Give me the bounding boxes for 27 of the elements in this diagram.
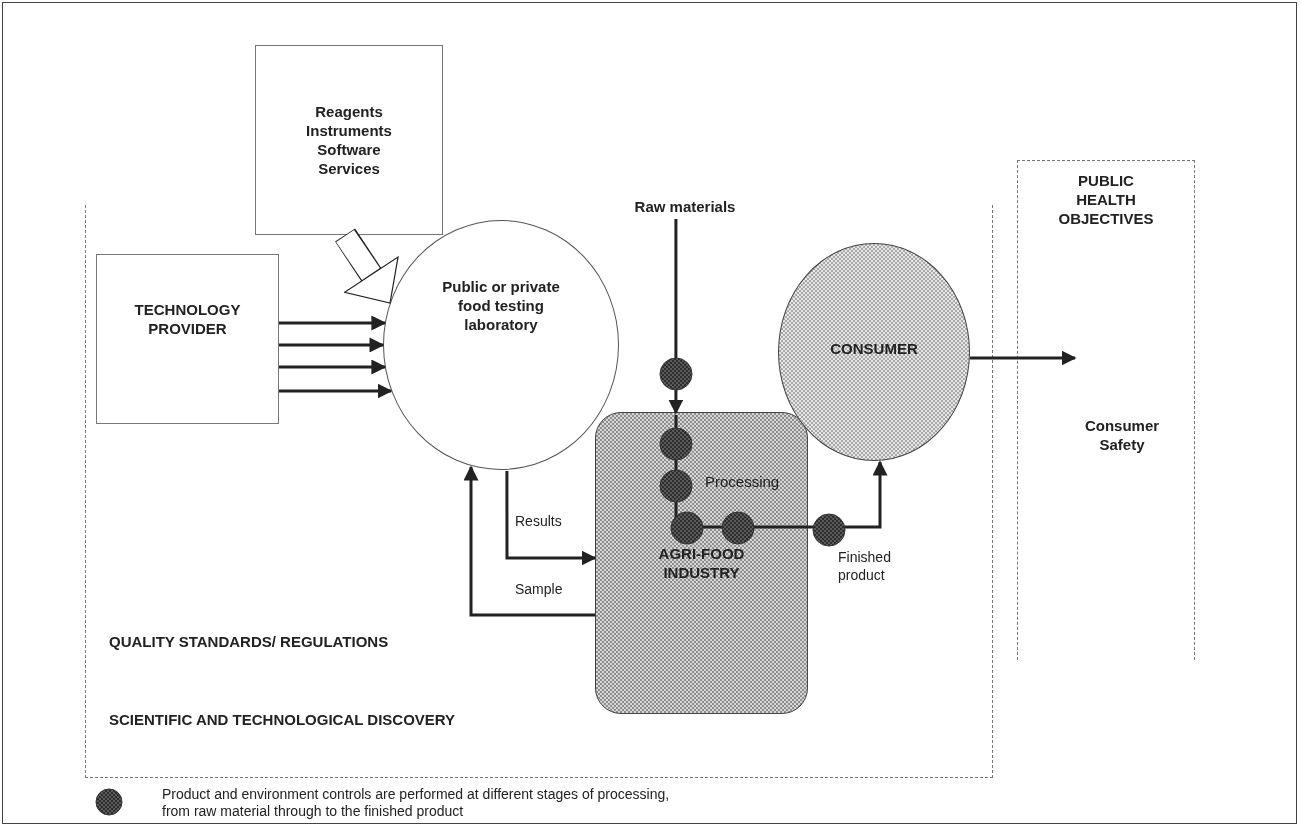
node-label: Raw materials <box>633 196 737 216</box>
node-label: TECHNOLOGY PROVIDER <box>133 300 242 338</box>
supply-box <box>255 45 443 235</box>
region-heading: SCIENTIFIC AND TECHNOLOGICAL DISCOVERY <box>109 710 457 729</box>
arrow <box>279 383 393 399</box>
edge-label: Results <box>515 512 562 530</box>
node-label: Consumer Safety <box>1083 416 1161 454</box>
arrow <box>463 465 595 617</box>
arrow <box>505 471 597 566</box>
arrow <box>279 337 385 353</box>
arrow <box>279 359 387 375</box>
arrow <box>279 315 387 331</box>
node-label: CONSUMER <box>829 338 919 358</box>
provider-box <box>96 254 279 424</box>
region-heading: QUALITY STANDARDS/ REGULATIONS <box>109 632 390 651</box>
node-label: PUBLIC HEALTH OBJECTIVES <box>1057 171 1155 228</box>
edge-label: Sample <box>515 580 563 598</box>
arrow <box>970 350 1077 366</box>
legend-text: Product and environment controls are performed at different stages of processing, from raw material through to the finished product <box>162 786 671 820</box>
industry-box <box>595 412 808 714</box>
edge-label: Finished product <box>838 548 892 584</box>
node-label: Public or private food testing laboratory <box>441 276 561 334</box>
dashed-region <box>1017 160 1195 660</box>
stage-label: Processing <box>705 473 780 491</box>
node-label: AGRI-FOOD INDUSTRY <box>657 544 746 582</box>
block-arrow <box>335 228 399 304</box>
node-label: Reagents Instruments Software Services <box>305 102 393 178</box>
